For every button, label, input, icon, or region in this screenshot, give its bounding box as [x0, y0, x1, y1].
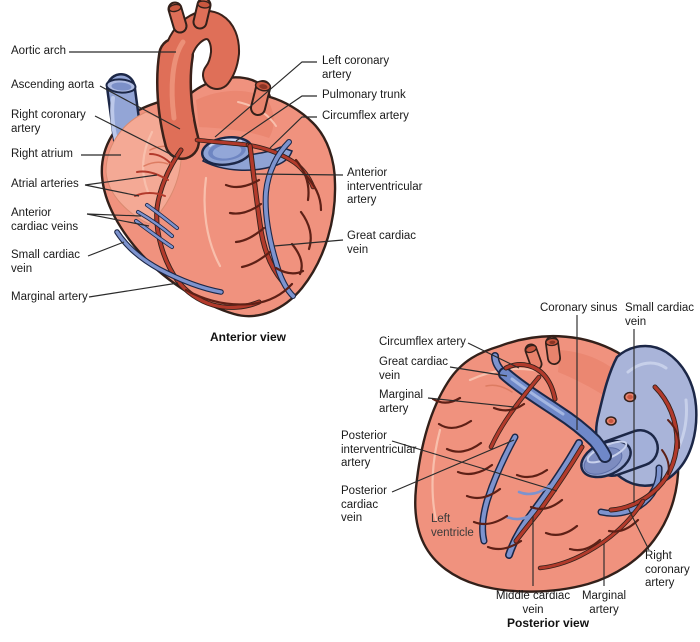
label-pulmonary-trunk: Pulmonary trunk — [322, 89, 406, 101]
anterior-cardiac-veins-vessels — [134, 203, 179, 249]
posterior-heart-illustration — [414, 334, 698, 593]
label-posterior-cardiac-vein: Posterior cardiac vein — [341, 485, 388, 524]
posterior-view-caption: Posterior view — [507, 616, 590, 630]
label-right-coronary-artery: Right coronary artery — [11, 109, 86, 135]
leader-anterior-cardiac-veins — [86, 213, 150, 227]
leader-lines — [69, 51, 650, 586]
label-right-coronary-artery-post: Right coronary artery — [645, 550, 690, 589]
label-marginal-artery: Marginal artery — [11, 291, 88, 303]
label-circumflex-artery: Circumflex artery — [322, 110, 409, 122]
aorta — [156, 0, 240, 160]
label-left-coronary-artery: Left coronary artery — [322, 55, 390, 81]
label-posterior-interventricular-artery: Posterior interventricular artery — [341, 430, 417, 469]
label-right-atrium: Right atrium — [11, 148, 73, 160]
leader-circumflex-artery — [269, 116, 317, 149]
leader-right-coronary-artery — [94, 115, 177, 158]
label-ascending-aorta: Ascending aorta — [11, 79, 95, 91]
label-anterior-interventricular-artery: Anterior interventricular artery — [347, 167, 423, 206]
label-middle-cardiac-vein: Middle cardiac vein — [495, 590, 571, 616]
label-coronary-sinus: Coronary sinus — [540, 302, 618, 314]
leader-left-coronary-artery — [214, 61, 317, 138]
leader-atrial-arteries — [84, 174, 158, 197]
label-anterior-cardiac-veins: Anterior cardiac veins — [11, 207, 79, 233]
leader-right-coronary-artery-post — [627, 507, 650, 551]
label-aortic-arch: Aortic arch — [11, 45, 66, 57]
label-great-cardiac-vein: Great cardiac vein — [347, 230, 417, 256]
vena-cava-mass — [580, 344, 698, 487]
label-left-ventricle: Left ventricle — [431, 513, 474, 539]
label-small-cardiac-vein-post: Small cardiac vein — [625, 302, 695, 328]
leader-posterior-interventricular-artery — [391, 440, 558, 492]
anterior-vessels — [114, 137, 323, 310]
branch-twigs — [431, 396, 640, 552]
leader-marginal-artery — [88, 282, 179, 298]
posterior-arteries — [488, 362, 681, 571]
label-circumflex-artery-post: Circumflex artery — [379, 336, 466, 348]
leader-posterior-cardiac-vein — [391, 439, 515, 493]
anterior-view-caption: Anterior view — [210, 330, 287, 344]
label-small-cardiac-vein: Small cardiac vein — [11, 249, 81, 275]
leader-small-cardiac-vein — [87, 241, 125, 257]
cut-vessel-stubs — [524, 336, 561, 371]
branch-twigs — [184, 158, 323, 306]
leader-anterior-interventricular-artery — [255, 173, 344, 176]
leader-great-cardiac-vein — [273, 239, 344, 247]
leader-marginal-artery-left — [427, 397, 515, 408]
label-marginal-artery-left: Marginal artery — [379, 389, 424, 415]
label-marginal-artery-bottom: Marginal artery — [581, 590, 627, 616]
anterior-heart-illustration — [100, 0, 337, 318]
leader-ascending-aorta — [99, 85, 181, 130]
leader-circumflex-artery-post — [467, 342, 520, 369]
label-atrial-arteries: Atrial arteries — [11, 178, 79, 190]
leader-pulmonary-trunk — [235, 95, 317, 142]
label-great-cardiac-vein-post: Great cardiac vein — [379, 356, 449, 382]
leader-great-cardiac-vein-post — [449, 366, 508, 377]
